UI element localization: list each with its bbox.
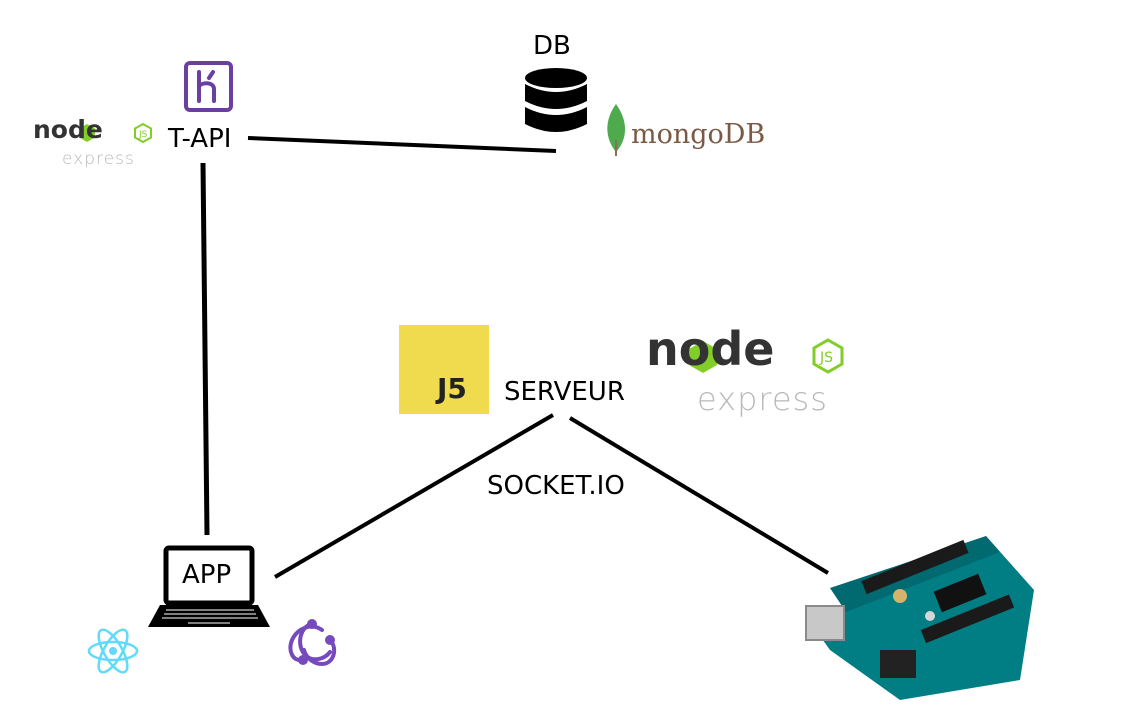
svg-text:JS: JS <box>819 350 833 366</box>
express-logo-word-small: express <box>62 149 135 169</box>
nodejs-logo-large: JS <box>689 338 844 374</box>
connector-tapi-db <box>247 136 557 153</box>
react-icon <box>87 628 139 674</box>
db-label: DB <box>533 31 571 61</box>
mongodb-logo-word: mongoDB <box>631 119 766 150</box>
connector-serveur-arduino <box>568 416 830 575</box>
johnny-five-logo <box>399 325 489 414</box>
node-logo-word-large: node <box>646 322 775 376</box>
serveur-label: SERVEUR <box>504 377 625 407</box>
heroku-icon <box>184 61 233 112</box>
app-label: APP <box>182 560 232 590</box>
redux-icon <box>288 619 337 667</box>
johnny-five-logo-text: J5 <box>437 372 467 405</box>
nodejs-logo-small: JS <box>79 122 152 144</box>
mongodb-leaf-icon <box>607 104 626 156</box>
laptop-icon <box>148 545 270 627</box>
connector-serveur-app <box>273 413 555 579</box>
express-logo-word-large: express <box>697 380 828 418</box>
socket-io-label: SOCKET.IO <box>487 471 625 501</box>
node-logo-word-small: node <box>33 115 103 144</box>
database-icon <box>525 68 587 132</box>
arduino-board <box>805 536 1034 700</box>
connector-tapi-app <box>200 162 210 536</box>
t-api-label: T-API <box>168 124 232 154</box>
svg-text:JS: JS <box>138 130 148 140</box>
